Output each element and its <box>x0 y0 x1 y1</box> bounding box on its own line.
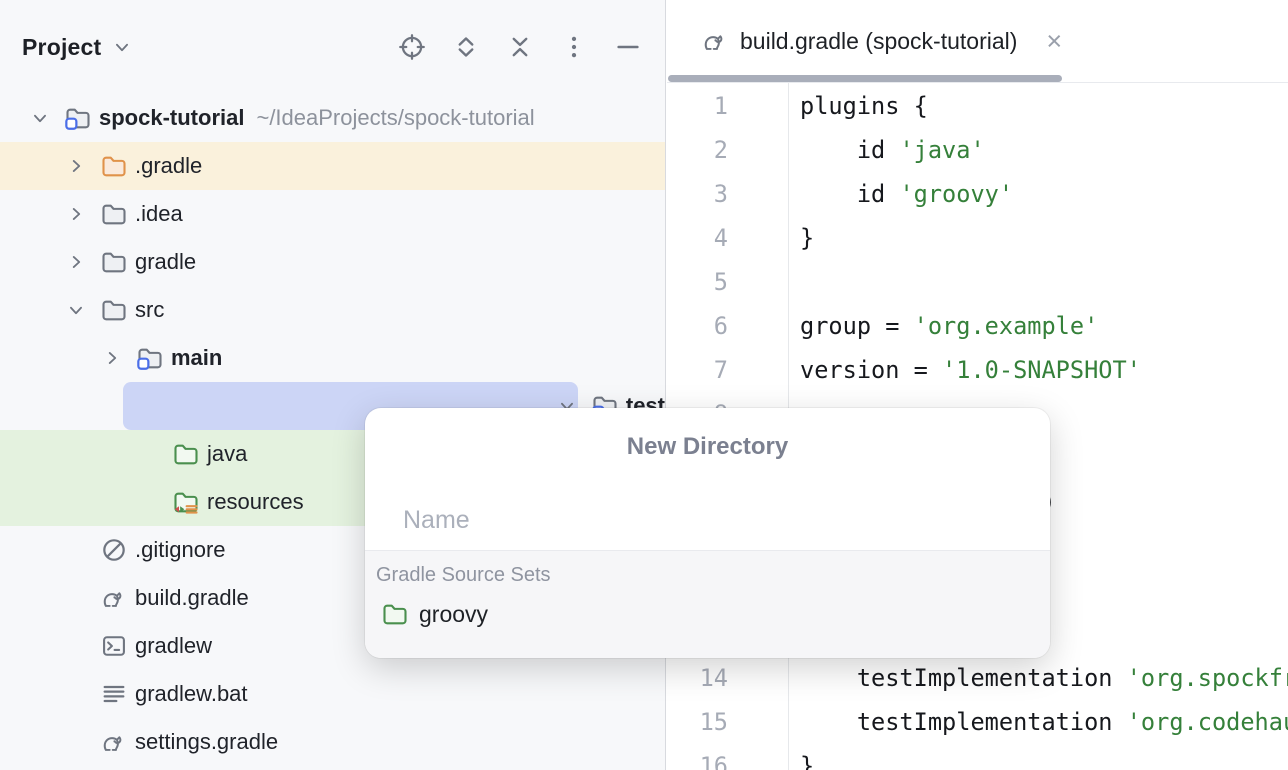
code-line: id 'java' <box>800 128 1288 172</box>
project-path: ~/IdeaProjects/spock-tutorial <box>256 105 534 131</box>
code-line <box>800 260 1288 304</box>
gradle-icon <box>100 728 128 756</box>
locate-icon[interactable] <box>397 32 427 62</box>
tree-row-main[interactable]: main <box>0 334 665 382</box>
line-number: 1 <box>667 84 788 128</box>
chevron-spacer <box>64 538 88 562</box>
line-number: 15 <box>667 700 788 744</box>
line-number: 3 <box>667 172 788 216</box>
text-file-icon <box>100 680 128 708</box>
chevron-spacer <box>64 586 88 610</box>
chevron-right-icon[interactable] <box>100 346 124 370</box>
terminal-icon <box>100 632 128 660</box>
chevron-down-icon[interactable] <box>64 298 88 322</box>
tree-row-gradle[interactable]: .gradle <box>0 142 665 190</box>
chevron-spacer <box>64 634 88 658</box>
chevron-down-icon[interactable] <box>111 36 133 58</box>
tree-item-label: .gitignore <box>135 537 226 563</box>
close-tab-icon[interactable]: × <box>1046 28 1062 55</box>
popup-item-label: groovy <box>419 601 488 628</box>
tree-row-idea[interactable]: .idea <box>0 190 665 238</box>
editor-tab-bar: build.gradle (spock-tutorial) × <box>667 0 1288 83</box>
tree-item-label: .gradle <box>135 153 202 179</box>
module-folder-icon <box>136 344 164 372</box>
gradle-icon <box>100 584 128 612</box>
popup-section-label: Gradle Source Sets <box>365 564 1050 587</box>
chevron-right-icon[interactable] <box>64 250 88 274</box>
popup-suggestions-section: Gradle Source Sets groovy <box>365 550 1050 658</box>
code-line: plugins { <box>800 84 1288 128</box>
directory-name-field-wrap <box>365 490 1050 550</box>
tree-item-label: gradle <box>135 249 196 275</box>
project-panel-header: Project <box>0 0 665 94</box>
tree-row-spock-tutorial[interactable]: spock-tutorial ~/IdeaProjects/spock-tutor… <box>0 94 665 142</box>
editor-tab-build-gradle[interactable]: build.gradle (spock-tutorial) × <box>701 27 1062 55</box>
code-line: testImplementation 'org.codehaus.groovy:… <box>800 700 1288 744</box>
tree-item-label: settings.gradle <box>135 729 278 755</box>
directory-name-input[interactable] <box>403 506 1012 535</box>
chevron-down-icon[interactable] <box>28 106 52 130</box>
tree-row-src[interactable]: src <box>0 286 665 334</box>
code-line: group = 'org.example' <box>800 304 1288 348</box>
editor-tab-label: build.gradle (spock-tutorial) <box>740 28 1017 55</box>
code-line: } <box>800 744 1288 770</box>
chevron-spacer <box>136 490 160 514</box>
chevron-spacer <box>64 682 88 706</box>
chevron-right-icon[interactable] <box>64 202 88 226</box>
folder-icon <box>100 248 128 276</box>
tree-item-label: spock-tutorial <box>99 105 244 131</box>
popup-title: New Directory <box>365 433 1050 461</box>
line-number: 14 <box>667 656 788 700</box>
line-number: 5 <box>667 260 788 304</box>
folder-green-icon <box>172 440 200 468</box>
chevron-right-icon[interactable] <box>64 154 88 178</box>
folder-green-icon <box>381 600 409 628</box>
tree-item-label: main <box>171 345 222 371</box>
code-line: } <box>800 216 1288 260</box>
folder-icon <box>100 296 128 324</box>
chevron-spacer <box>136 442 160 466</box>
expand-all-icon[interactable] <box>451 32 481 62</box>
tree-item-label: java <box>207 441 247 467</box>
tree-row-gradlew-bat[interactable]: gradlew.bat <box>0 670 665 718</box>
collapse-all-icon[interactable] <box>505 32 535 62</box>
line-number: 4 <box>667 216 788 260</box>
hide-panel-icon[interactable] <box>613 32 643 62</box>
tree-item-label: gradlew <box>135 633 212 659</box>
line-number: 6 <box>667 304 788 348</box>
folder-icon <box>100 200 128 228</box>
popup-item-groovy[interactable]: groovy <box>365 591 1050 637</box>
tree-row-gradle[interactable]: gradle <box>0 238 665 286</box>
folder-resources-icon <box>172 488 200 516</box>
tab-bar-scrollbar-thumb[interactable] <box>668 75 1062 82</box>
line-number: 2 <box>667 128 788 172</box>
tree-item-label: gradlew.bat <box>135 681 248 707</box>
tree-item-label: resources <box>207 489 304 515</box>
tree-row-settings-gradle[interactable]: settings.gradle <box>0 718 665 766</box>
tree-item-label: build.gradle <box>135 585 249 611</box>
more-options-icon[interactable] <box>559 32 589 62</box>
new-directory-popup: New Directory Gradle Source Sets groovy <box>365 408 1050 658</box>
folder-orange-icon <box>100 152 128 180</box>
ignored-icon <box>100 536 128 564</box>
line-number: 16 <box>667 744 788 770</box>
tree-item-label: .idea <box>135 201 183 227</box>
code-line: testImplementation 'org.spockframework:s… <box>800 656 1288 700</box>
code-line: id 'groovy' <box>800 172 1288 216</box>
line-number: 7 <box>667 348 788 392</box>
tree-item-label: src <box>135 297 164 323</box>
code-line: version = '1.0-SNAPSHOT' <box>800 348 1288 392</box>
project-panel-toolbar <box>397 32 643 62</box>
module-folder-icon <box>64 104 92 132</box>
gradle-file-icon <box>701 27 729 55</box>
chevron-spacer <box>64 730 88 754</box>
project-panel-title[interactable]: Project <box>22 34 101 61</box>
